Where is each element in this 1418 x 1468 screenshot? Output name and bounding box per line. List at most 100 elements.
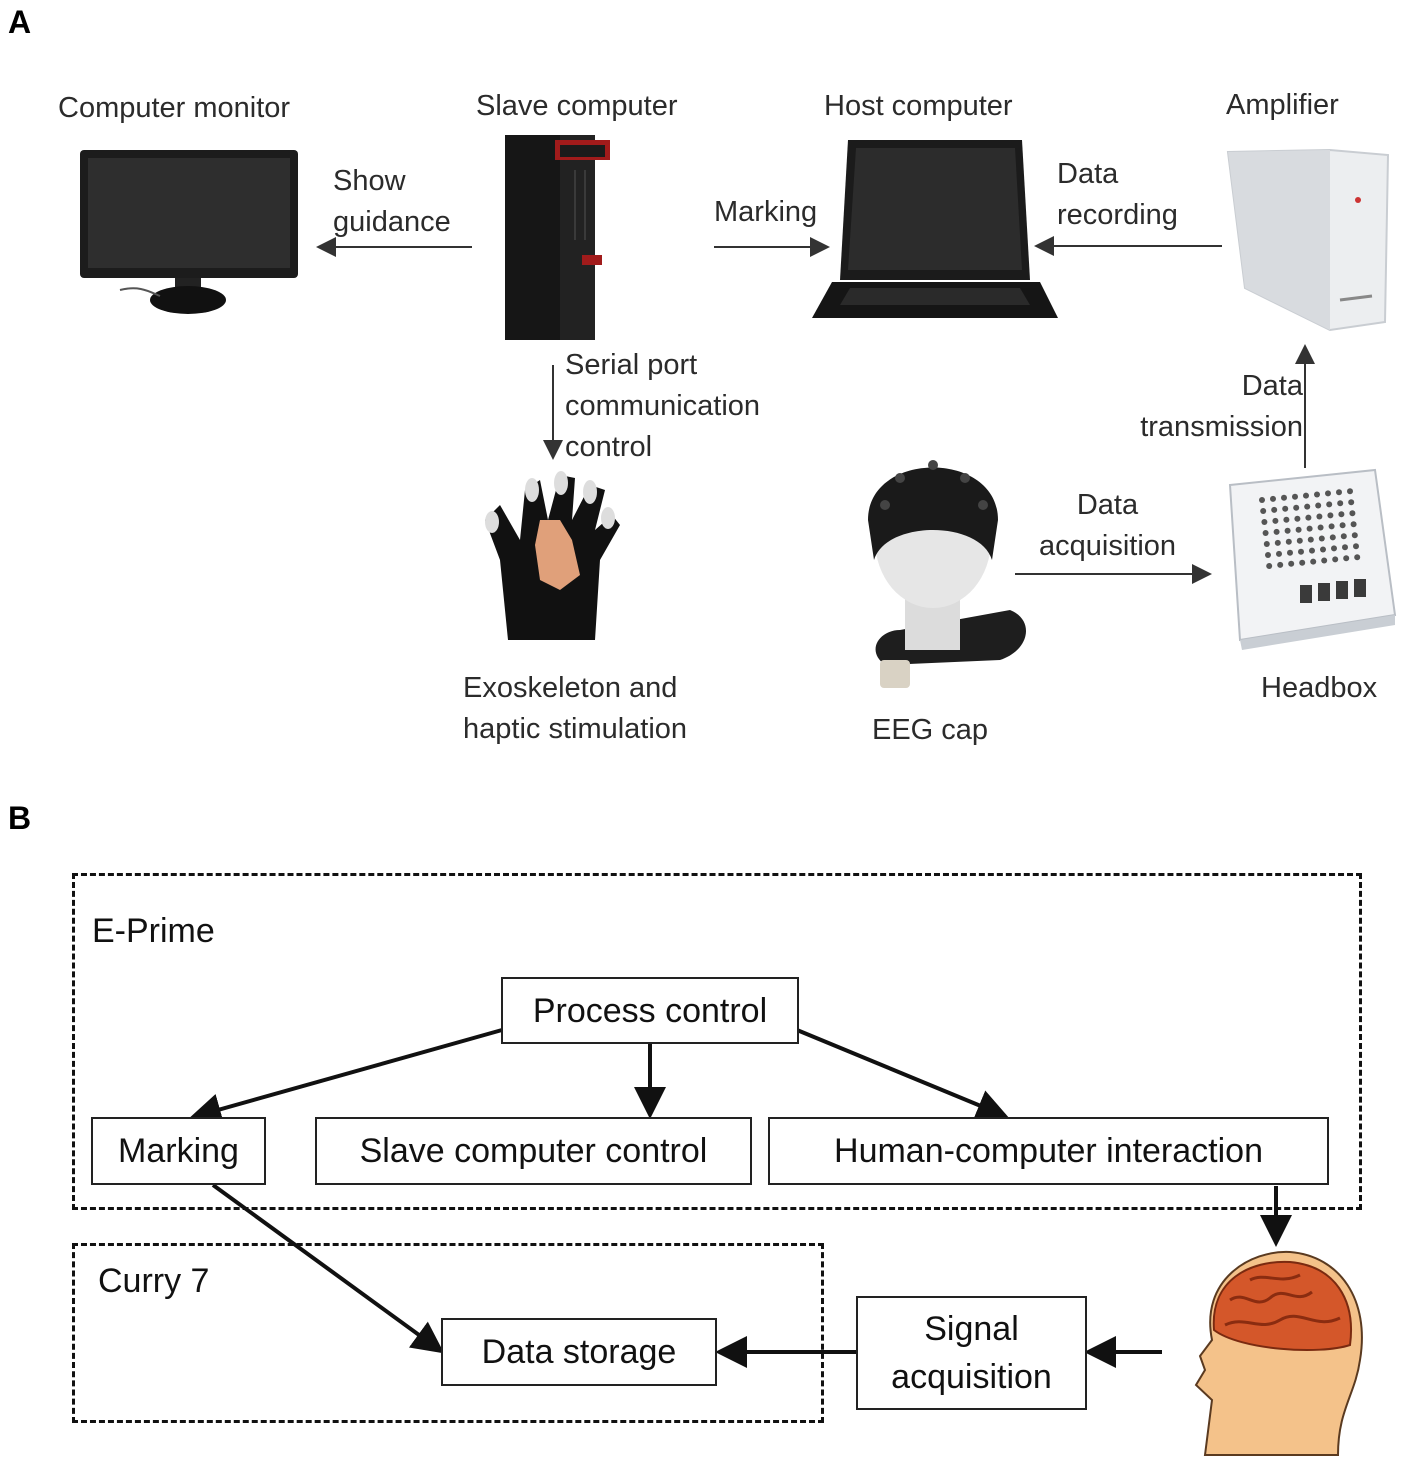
- eprime-group-label: E-Prime: [92, 912, 215, 950]
- headbox-port: [1318, 535, 1325, 542]
- headbox-port: [1281, 494, 1287, 501]
- headbox-port: [1261, 519, 1268, 525]
- node-process-control: Process control: [501, 977, 799, 1044]
- monitor-icon: [80, 150, 298, 314]
- headbox-port: [1299, 559, 1306, 566]
- arrow-marking-to-storage: [211, 1183, 445, 1354]
- headbox-port: [1309, 547, 1315, 554]
- label-show-guidance: Show guidance: [333, 165, 451, 238]
- panel-label-b: B: [8, 800, 32, 836]
- headbox-port: [1276, 550, 1282, 557]
- headbox-port: [1340, 533, 1347, 540]
- headbox-connector: [1300, 585, 1312, 603]
- headbox-port: [1317, 524, 1324, 531]
- label-serial-port: Serial port communication control: [565, 349, 761, 463]
- arrow-process-to-marking: [189, 1028, 503, 1125]
- arrow-process-to-hci: [796, 1028, 1009, 1121]
- headbox-port: [1293, 504, 1300, 511]
- headbox-port: [1259, 497, 1265, 503]
- headbox-port: [1296, 537, 1303, 544]
- curry-group: [72, 1243, 824, 1423]
- headbox-port: [1354, 554, 1361, 561]
- laptop-icon: [812, 140, 1058, 318]
- headbox-port: [1327, 512, 1334, 519]
- headbox-port: [1294, 515, 1301, 522]
- eprime-group: [72, 873, 1362, 1210]
- headbox-port: [1347, 488, 1353, 495]
- headbox-port: [1266, 563, 1273, 569]
- headbox-port: [1325, 490, 1331, 497]
- node-human-computer-interaction: Human-computer interaction: [768, 1117, 1329, 1185]
- amplifier-icon: [1226, 148, 1390, 332]
- headbox-port: [1329, 534, 1336, 541]
- headbox-port: [1283, 516, 1290, 523]
- headbox-port: [1332, 556, 1339, 563]
- headbox-port: [1288, 560, 1295, 567]
- headbox-port: [1353, 543, 1359, 550]
- headbox-port: [1338, 511, 1345, 518]
- headbox-port: [1321, 557, 1328, 564]
- headbox-port: [1331, 545, 1337, 552]
- label-data-transmission: Data transmission: [1140, 370, 1303, 443]
- headbox-port: [1349, 510, 1356, 517]
- headbox-port: [1339, 522, 1346, 529]
- headbox-port: [1282, 505, 1289, 512]
- label-marking-link: Marking: [714, 196, 818, 228]
- node-signal-acquisition: Signal acquisition: [856, 1296, 1087, 1410]
- headbox-port: [1265, 552, 1271, 558]
- headbox-port: [1348, 499, 1355, 506]
- glove-icon: [485, 471, 620, 640]
- headbox-port: [1271, 506, 1278, 513]
- headbox-port: [1316, 513, 1323, 520]
- headbox-port: [1326, 501, 1333, 508]
- headbox-port: [1337, 500, 1344, 507]
- label-slave-computer: Slave computer: [476, 90, 678, 122]
- headbox-port: [1262, 530, 1269, 536]
- headbox-port: [1320, 546, 1326, 553]
- eeg-cap-icon: [868, 460, 1027, 688]
- headbox-connector: [1354, 579, 1366, 597]
- headbox-port: [1270, 495, 1276, 502]
- headbox-connector: [1336, 581, 1348, 599]
- headbox-port: [1277, 561, 1284, 568]
- label-amplifier: Amplifier: [1226, 89, 1339, 121]
- headbox-port: [1273, 528, 1280, 535]
- label-exoskeleton: Exoskeleton and haptic stimulation: [463, 672, 688, 745]
- headbox-port: [1314, 491, 1320, 498]
- headbox-port: [1284, 527, 1291, 534]
- headbox-port: [1315, 502, 1322, 509]
- headbox-port: [1285, 538, 1292, 545]
- headbox-port: [1274, 539, 1281, 546]
- headbox-port: [1306, 525, 1313, 532]
- headbox-port: [1343, 555, 1350, 562]
- panel-label-a: A: [8, 4, 32, 40]
- curry-group-label: Curry 7: [98, 1262, 210, 1300]
- headbox-port: [1298, 548, 1304, 555]
- headbox-port: [1272, 517, 1279, 524]
- headbox-port: [1303, 492, 1309, 499]
- headbox-connector: [1318, 583, 1330, 601]
- headbox-port: [1292, 493, 1298, 500]
- headbox-port: [1310, 558, 1317, 565]
- label-computer-monitor: Computer monitor: [58, 92, 291, 124]
- tower-pc-icon: [505, 135, 610, 340]
- headbox-port: [1295, 526, 1302, 533]
- headbox-port: [1328, 523, 1335, 530]
- node-slave-computer-control: Slave computer control: [315, 1117, 752, 1185]
- headbox-port-grid: [1259, 488, 1366, 603]
- headbox-port: [1342, 544, 1348, 551]
- headbox-port: [1336, 489, 1342, 496]
- label-data-recording: Data recording: [1057, 158, 1178, 231]
- label-headbox: Headbox: [1261, 672, 1378, 704]
- headbox-port: [1304, 503, 1311, 510]
- headbox-port: [1307, 536, 1314, 543]
- node-data-storage: Data storage: [441, 1318, 717, 1386]
- headbox-port: [1260, 508, 1267, 514]
- label-host-computer: Host computer: [824, 90, 1013, 122]
- headbox-port: [1305, 514, 1312, 521]
- headbox-port: [1350, 521, 1357, 528]
- headbox-port: [1287, 549, 1293, 556]
